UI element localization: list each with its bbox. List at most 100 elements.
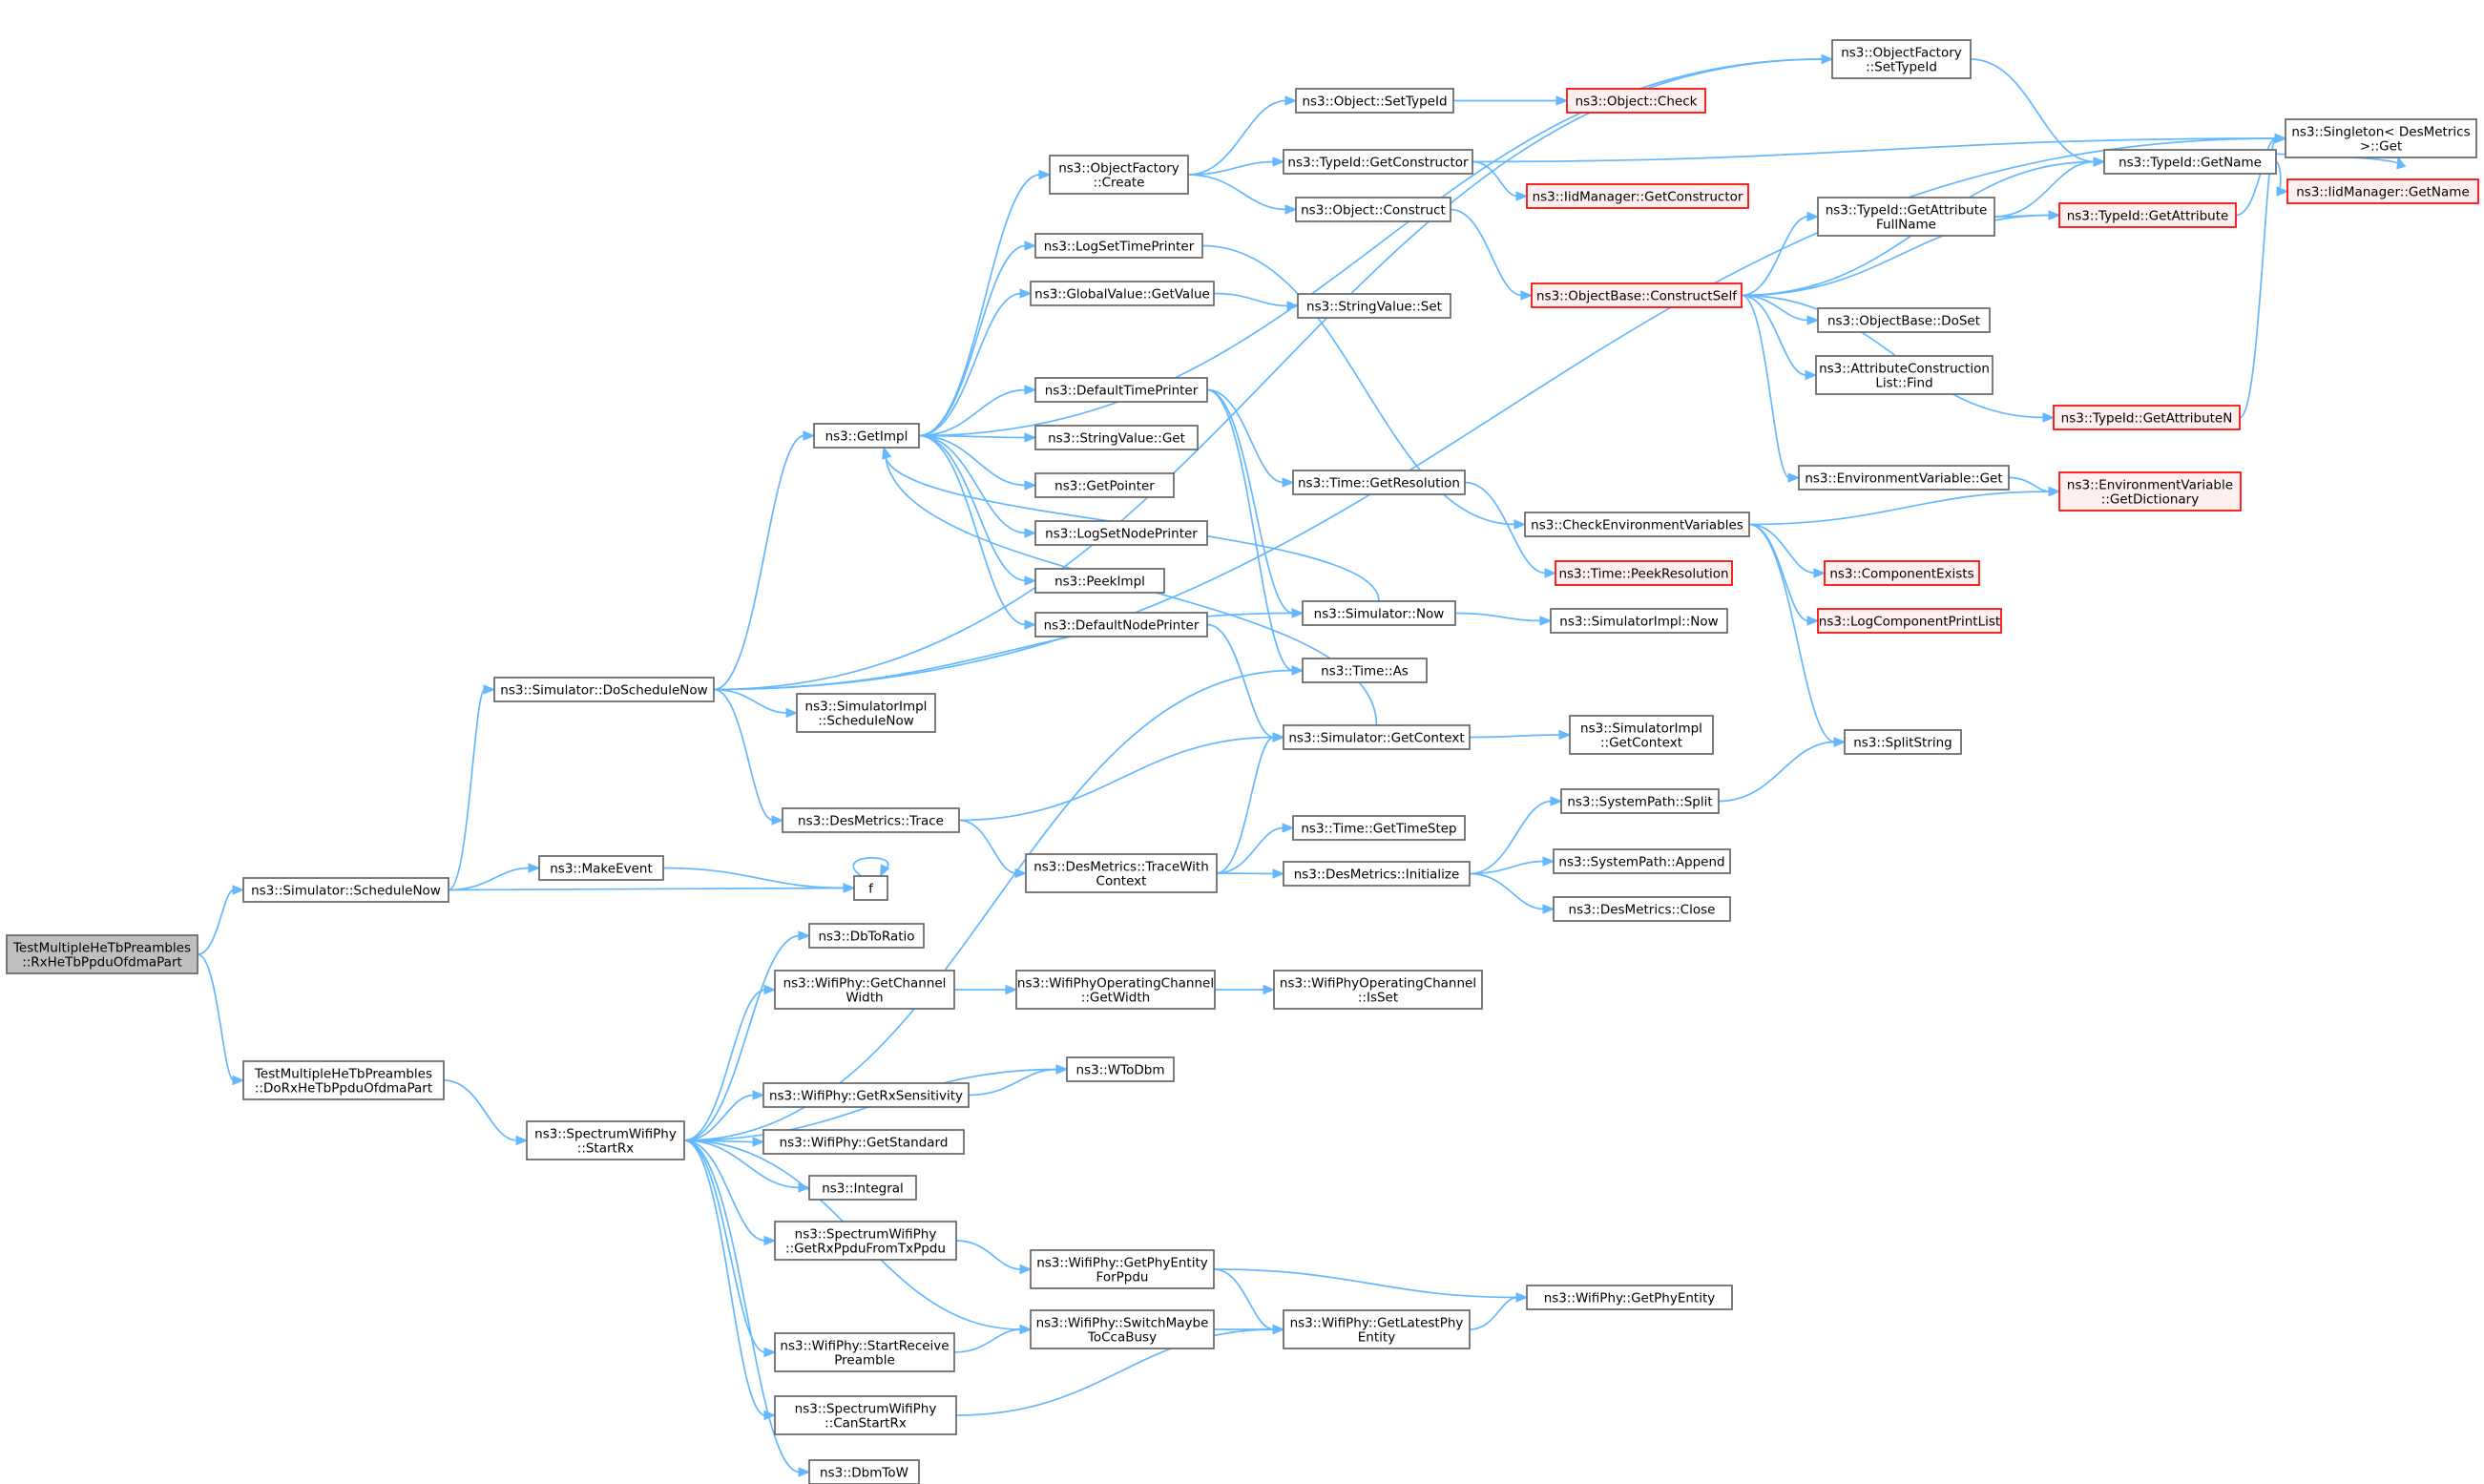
node-label: ns3::WifiPhy::GetPhyEntity <box>1544 1291 1716 1306</box>
node-des-init[interactable]: ns3::DesMetrics::Initialize <box>1283 861 1471 887</box>
node-f[interactable]: f <box>853 875 888 901</box>
node-time-get-res[interactable]: ns3::Time::GetResolution <box>1292 470 1466 495</box>
node-label: ::StartRx <box>577 1141 634 1157</box>
node-time-as[interactable]: ns3::Time::As <box>1302 658 1428 683</box>
node-ob-do-set[interactable]: ns3::ObjectBase::DoSet <box>1817 307 1991 333</box>
node-label: ns3::Object::SetTypeId <box>1302 94 1447 110</box>
edge-do-sched-to-get-impl <box>713 434 805 691</box>
node-db-to-ratio[interactable]: ns3::DbToRatio <box>808 923 925 949</box>
edge-trace-with-to-time-get-step <box>1216 826 1284 874</box>
edge-arrowhead <box>785 707 799 719</box>
node-sim-impl-sched[interactable]: ns3::SimulatorImpl::ScheduleNow <box>796 693 936 733</box>
node-singleton[interactable]: ns3::Singleton< DesMetrics >::Get <box>2285 118 2477 158</box>
node-w-todbm[interactable]: ns3::WToDbm <box>1066 1056 1175 1082</box>
node-time-get-step[interactable]: ns3::Time::GetTimeStep <box>1292 815 1466 841</box>
node-des-close[interactable]: ns3::DesMetrics::Close <box>1553 896 1731 922</box>
node-woc-is-set[interactable]: ns3::WifiPhyOperatingChannel::IsSet <box>1273 970 1483 1010</box>
node-box <box>1034 520 1208 546</box>
node-tid-get-attr[interactable]: ns3::TypeId::GetAttribute <box>2058 202 2237 228</box>
node-tid-get-ctor[interactable]: ns3::TypeId::GetConstructor <box>1283 149 1473 175</box>
node-peek-impl[interactable]: ns3::PeekImpl <box>1034 568 1165 594</box>
node-env-get-dict[interactable]: ns3::EnvironmentVariable::GetDictionary <box>2058 471 2242 512</box>
node-sp-append[interactable]: ns3::SystemPath::Append <box>1553 848 1731 874</box>
node-env-get[interactable]: ns3::EnvironmentVariable::Get <box>1798 465 2010 491</box>
node-log-set-node[interactable]: ns3::LogSetNodePrinter <box>1034 520 1208 546</box>
node-get-std[interactable]: ns3::WifiPhy::GetStandard <box>762 1129 965 1155</box>
node-sv-set[interactable]: ns3::StringValue::Set <box>1297 293 1451 319</box>
node-def-node-pr[interactable]: ns3::DefaultNodePrinter <box>1034 612 1208 637</box>
node-log-set-time[interactable]: ns3::LogSetTimePrinter <box>1034 233 1203 259</box>
node-tid-get-name[interactable]: ns3::TypeId::GetName <box>2103 149 2277 175</box>
node-box <box>1526 183 1749 209</box>
edge-arrowhead <box>763 1235 777 1246</box>
node-label: Context <box>1096 874 1147 889</box>
edge-ob-construct-self-to-attr-find <box>1741 294 1807 376</box>
node-get-rx-ppdu[interactable]: ns3::SpectrumWifiPhy::GetRxPpduFromTxPpd… <box>774 1221 957 1261</box>
edge-root-to-do-rx <box>197 953 235 1081</box>
node-log-comp-list[interactable]: ns3::LogComponentPrintList <box>1817 608 2002 634</box>
node-ob-construct-self[interactable]: ns3::ObjectBase::ConstructSelf <box>1531 282 1743 308</box>
node-get-rx-sens[interactable]: ns3::WifiPhy::GetRxSensitivity <box>762 1082 970 1108</box>
node-root[interactable]: TestMultipleHeTbPreambles::RxHeTbPpduOfd… <box>6 934 198 974</box>
node-sv-get[interactable]: ns3::StringValue::Get <box>1034 425 1199 450</box>
node-start-rx[interactable]: ns3::SpectrumWifiPhy::StartRx <box>526 1120 685 1160</box>
node-box <box>1034 233 1203 259</box>
node-sim-impl-get-ctx[interactable]: ns3::SimulatorImpl::GetContext <box>1569 715 1714 755</box>
node-of-create[interactable]: ns3::ObjectFactory::Create <box>1049 155 1189 195</box>
node-integral[interactable]: ns3::Integral <box>808 1175 917 1201</box>
node-get-pointer[interactable]: ns3::GetPointer <box>1034 472 1175 498</box>
node-obj-check[interactable]: ns3::Object::Check <box>1566 88 1706 114</box>
node-sp-split[interactable]: ns3::SystemPath::Split <box>1560 788 1720 814</box>
node-iid-get-name[interactable]: ns3::IidManager::GetName <box>2286 178 2479 204</box>
node-dbm-to-w[interactable]: ns3::DbmToW <box>808 1459 920 1484</box>
node-sim-impl-now[interactable]: ns3::SimulatorImpl::Now <box>1550 608 1728 634</box>
node-of-set-tid[interactable]: ns3::ObjectFactory::SetTypeId <box>1831 39 1972 79</box>
node-split-string[interactable]: ns3::SplitString <box>1844 729 1962 755</box>
edge-arrowhead <box>483 684 496 695</box>
node-des-trace[interactable]: ns3::DesMetrics::Trace <box>782 807 960 833</box>
node-get-impl[interactable]: ns3::GetImpl <box>813 423 920 449</box>
node-label: ns3::MakeEvent <box>550 862 653 877</box>
node-box <box>1844 729 1962 755</box>
node-label: ::Create <box>1094 176 1145 191</box>
node-time-peek-res[interactable]: ns3::Time::PeekResolution <box>1555 560 1733 586</box>
edge-arrowhead <box>1284 95 1298 106</box>
node-woc-get-w[interactable]: ns3::WifiPhyOperatingChannel::GetWidth <box>1015 970 1216 1010</box>
node-label: ::IsSet <box>1358 991 1398 1006</box>
node-comp-exists[interactable]: ns3::ComponentExists <box>1824 560 1980 586</box>
edge-start-rx-to-time-as <box>683 669 1294 1141</box>
edge-get-phy-ent-for-to-get-phy-ent <box>1213 1268 1518 1299</box>
edge-check-env-to-comp-exists <box>1748 523 1816 575</box>
node-do-rx[interactable]: TestMultipleHeTbPreambles::DoRxHeTbPpduO… <box>242 1060 445 1100</box>
node-label: ns3::GlobalValue::GetValue <box>1034 287 1210 303</box>
edge-arrowhead <box>1272 157 1285 167</box>
node-box <box>774 1221 957 1261</box>
node-iid-get-ctor[interactable]: ns3::IidManager::GetConstructor <box>1526 183 1749 209</box>
node-check-env[interactable]: ns3::CheckEnvironmentVariables <box>1524 512 1750 537</box>
node-get-phy-ent[interactable]: ns3::WifiPhy::GetPhyEntity <box>1526 1285 1733 1310</box>
node-label: ns3::DbmToW <box>820 1466 908 1481</box>
node-obj-set-tid[interactable]: ns3::Object::SetTypeId <box>1295 88 1454 114</box>
node-def-time-pr[interactable]: ns3::DefaultTimePrinter <box>1034 377 1208 403</box>
node-can-start-rx[interactable]: ns3::SpectrumWifiPhy::CanStartRx <box>774 1395 957 1435</box>
node-sim-get-ctx[interactable]: ns3::Simulator::GetContext <box>1283 724 1471 750</box>
node-obj-construct[interactable]: ns3::Object::Construct <box>1295 197 1451 222</box>
node-label: ns3::SimulatorImpl::Now <box>1559 615 1718 630</box>
node-do-sched[interactable]: ns3::Simulator::DoScheduleNow <box>493 677 715 702</box>
edge-tid-get-ctor-to-iid-get-ctor <box>1472 160 1518 198</box>
node-gv-get[interactable]: ns3::GlobalValue::GetValue <box>1030 281 1215 306</box>
edge-arrowhead <box>1515 191 1529 201</box>
node-sim-now[interactable]: ns3::Simulator::Now <box>1302 600 1456 626</box>
node-label: ns3::WifiPhy::StartReceive <box>780 1339 949 1354</box>
node-make-event[interactable]: ns3::MakeEvent <box>538 855 664 881</box>
node-tid-get-attr-n[interactable]: ns3::TypeId::GetAttributeN <box>2053 405 2241 430</box>
node-sched-now[interactable]: ns3::Simulator::ScheduleNow <box>242 877 449 903</box>
